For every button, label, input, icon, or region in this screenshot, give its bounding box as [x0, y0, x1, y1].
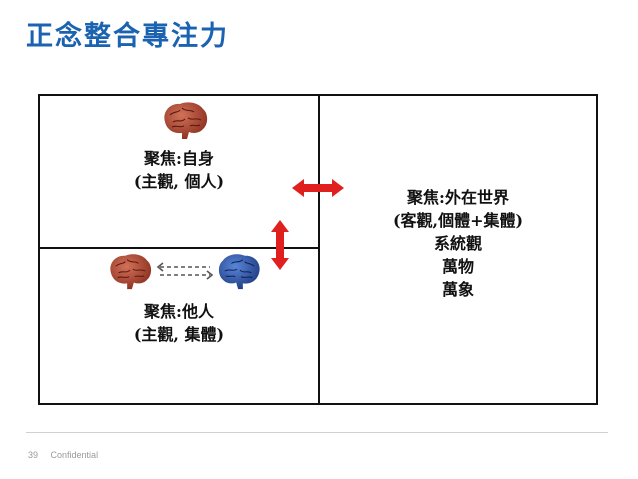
confidential-label: Confidential [50, 450, 99, 460]
footer-divider [26, 432, 608, 433]
quadrant-others [38, 247, 320, 405]
quadrant-world-text: 聚焦:外在世界 (客觀,個體+集體) 系統觀 萬物 萬象 [318, 186, 598, 301]
focus-others-desc: (主觀, 集體) [133, 325, 225, 344]
all-phenomena-label: 萬象 [441, 280, 474, 299]
dashed-double-arrow-icon [156, 262, 214, 280]
focus-world-desc: (客觀,個體+集體) [392, 211, 524, 230]
quadrant-others-text: 聚焦:他人 (主觀, 集體) [38, 300, 320, 346]
brain-icon [164, 102, 208, 139]
brain-icon [110, 254, 152, 290]
red-double-arrow-vertical-icon [271, 220, 289, 270]
systems-view-label: 系統觀 [433, 234, 482, 253]
focus-world-label: 聚焦:外在世界 [407, 188, 509, 207]
slide-title: 正念整合專注力 [26, 21, 229, 52]
page-number: 39 [28, 450, 39, 460]
all-things-label: 萬物 [441, 257, 474, 276]
red-double-arrow-horizontal-icon [292, 179, 344, 197]
focus-others-label: 聚焦:他人 [144, 302, 214, 321]
blue-brain-icon [218, 254, 260, 290]
focus-self-label: 聚焦:自身 [144, 149, 214, 168]
slide-footer: 39 Confidential [28, 450, 98, 460]
quadrant-world [318, 94, 598, 405]
focus-self-desc: (主觀, 個人) [133, 172, 225, 191]
quadrant-self-text: 聚焦:自身 (主觀, 個人) [38, 147, 320, 193]
